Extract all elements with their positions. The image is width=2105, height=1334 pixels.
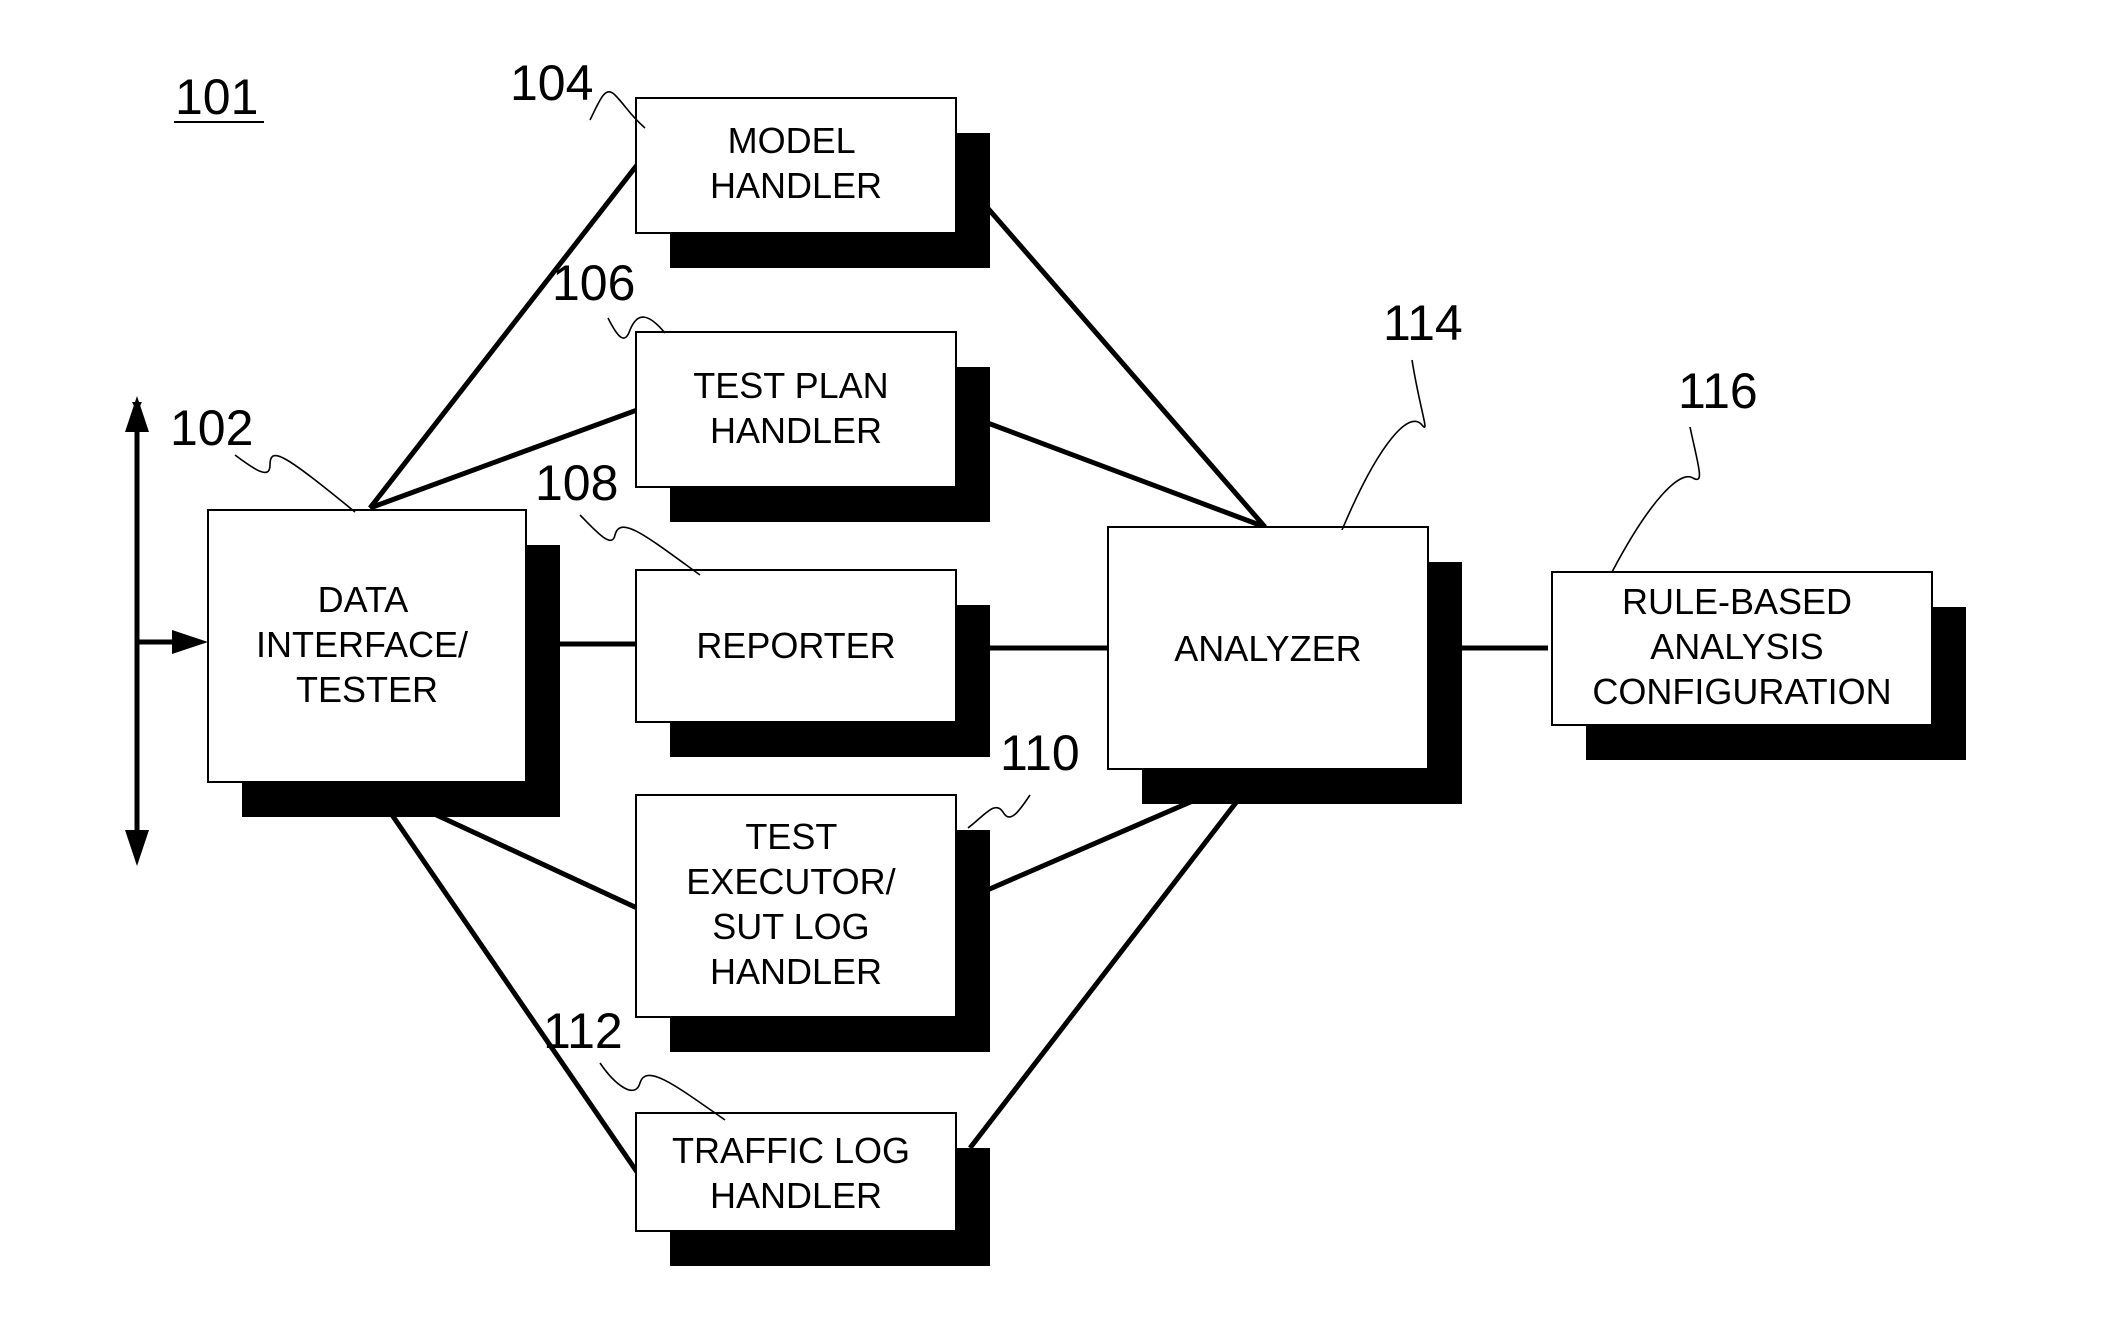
block-model-handler: MODEL HANDLER bbox=[636, 98, 990, 268]
connector-data-to-traffic bbox=[390, 812, 637, 1172]
block-test-plan-handler: TEST PLAN HANDLER bbox=[636, 332, 990, 522]
block-test-executor: TEST EXECUTOR/ SUT LOG HANDLER bbox=[636, 795, 990, 1052]
ref-114: 114 bbox=[1383, 295, 1463, 351]
block-reporter: REPORTER bbox=[636, 570, 990, 757]
ref-102: 102 bbox=[170, 400, 253, 456]
arrowhead-up bbox=[125, 396, 149, 432]
arrowhead-right bbox=[172, 630, 208, 654]
block-label-line: TEST PLAN bbox=[693, 365, 888, 406]
block-label-line: DATA bbox=[318, 579, 409, 620]
leader-116 bbox=[1612, 427, 1699, 572]
connector-data-to-executor bbox=[430, 812, 637, 908]
ref-116: 116 bbox=[1678, 363, 1758, 419]
leader-110 bbox=[968, 795, 1030, 828]
connector-testplan-to-analyzer bbox=[985, 422, 1265, 527]
block-label-line: REPORTER bbox=[696, 625, 895, 666]
ref-106: 106 bbox=[552, 255, 635, 311]
ref-104: 104 bbox=[510, 55, 593, 111]
block-label-line: HANDLER bbox=[710, 165, 882, 206]
block-label-line: ANALYSIS bbox=[1650, 626, 1823, 667]
leader-114 bbox=[1342, 360, 1425, 530]
figure-ref-label: 101 bbox=[175, 69, 258, 125]
block-label-line: HANDLER bbox=[710, 410, 882, 451]
svg-text:REPORTER: REPORTER bbox=[696, 625, 895, 666]
block-label-line: HANDLER bbox=[710, 951, 882, 992]
block-label-line: ANALYZER bbox=[1174, 628, 1361, 669]
block-analyzer: ANALYZER bbox=[1108, 527, 1462, 804]
connector-model-to-analyzer bbox=[985, 205, 1265, 527]
block-label-line: HANDLER bbox=[710, 1175, 882, 1216]
block-label-line: TRAFFIC LOG bbox=[672, 1130, 910, 1171]
block-label-line: CONFIGURATION bbox=[1592, 671, 1891, 712]
block-label-line: SUT LOG bbox=[712, 906, 869, 947]
block-label-line: TESTER bbox=[296, 669, 438, 710]
connector-traffic-to-analyzer bbox=[970, 800, 1238, 1148]
block-rule-based-config: RULE-BASED ANALYSIS CONFIGURATION bbox=[1552, 572, 1966, 760]
arrowhead-down bbox=[125, 830, 149, 866]
block-label-line: EXECUTOR/ bbox=[686, 861, 895, 902]
block-label-line: RULE-BASED bbox=[1622, 581, 1852, 622]
block-traffic-log-handler: TRAFFIC LOG HANDLER bbox=[636, 1113, 990, 1266]
block-data-interface: DATA INTERFACE/ TESTER bbox=[208, 510, 560, 817]
svg-text:ANALYZER: ANALYZER bbox=[1174, 628, 1361, 669]
block-label-line: INTERFACE/ bbox=[256, 624, 468, 665]
leader-108 bbox=[580, 515, 700, 575]
ref-110: 110 bbox=[1000, 725, 1080, 781]
leader-102 bbox=[235, 455, 355, 512]
ref-112: 112 bbox=[543, 1003, 623, 1059]
ref-108: 108 bbox=[535, 455, 618, 511]
block-label-line: MODEL bbox=[728, 120, 855, 161]
block-label-line: TEST bbox=[745, 816, 837, 857]
leader-112 bbox=[600, 1063, 725, 1120]
